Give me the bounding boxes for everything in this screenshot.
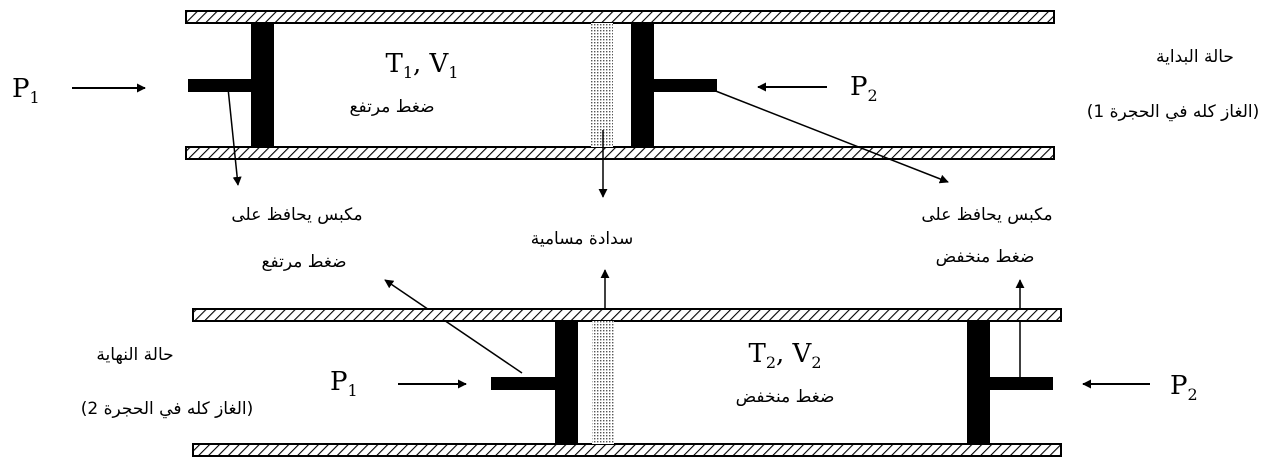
bottom-porous-plug (592, 321, 614, 444)
left-piston-pointer-bottom (384, 279, 523, 374)
top-temp-volume: T1, V1 (385, 49, 458, 82)
top-pressure-desc: ضغط مرتفع (349, 97, 434, 117)
left-piston-pointer-top (227, 87, 242, 186)
bottom-right-piston-plate (967, 321, 990, 444)
top-left-piston-plate (251, 23, 274, 147)
bottom-temp-volume: T2, V2 (748, 339, 821, 372)
top-left-pressure-label: P1 (12, 74, 40, 107)
top-right-piston-plate (631, 23, 654, 147)
bottom-cylinder-upper-wall (192, 308, 1062, 322)
top-right-piston-rod (653, 79, 717, 92)
top-cylinder (185, 10, 1055, 160)
top-cylinder-lower-wall (185, 146, 1055, 160)
top-state-title: حالة البداية (1156, 47, 1234, 67)
left-piston-label-line2: ضغط مرتفع (261, 252, 346, 272)
top-state-note: (الغاز كله في الحجرة 1) (1087, 102, 1259, 122)
bottom-right-piston-rod (989, 377, 1053, 390)
top-left-piston-rod (188, 79, 252, 92)
bottom-pressure-desc: ضغط منخفض (736, 387, 835, 407)
bottom-state-note: (الغاز كله في الحجرة 2) (81, 399, 253, 419)
right-piston-pointer-top (707, 87, 949, 184)
top-porous-plug (591, 23, 613, 147)
top-cylinder-upper-wall (185, 10, 1055, 24)
top-right-pressure-label: P2 (850, 72, 878, 105)
bottom-cylinder-lower-wall (192, 443, 1062, 457)
porous-plug-label: سدادة مسامية (531, 229, 634, 249)
right-piston-label-line2: ضغط منخفض (936, 247, 1035, 267)
left-piston-label-line1: مكبس يحافظ على (231, 205, 362, 225)
bottom-state-title: حالة النهاية (96, 345, 173, 365)
bottom-cylinder (192, 308, 1062, 457)
bottom-left-piston-plate (555, 321, 578, 444)
bottom-left-piston-rod (491, 377, 556, 390)
right-piston-label-line1: مكبس يحافظ على (921, 205, 1052, 225)
bottom-right-pressure-label: P2 (1170, 371, 1198, 404)
bottom-left-pressure-label: P1 (330, 367, 358, 400)
